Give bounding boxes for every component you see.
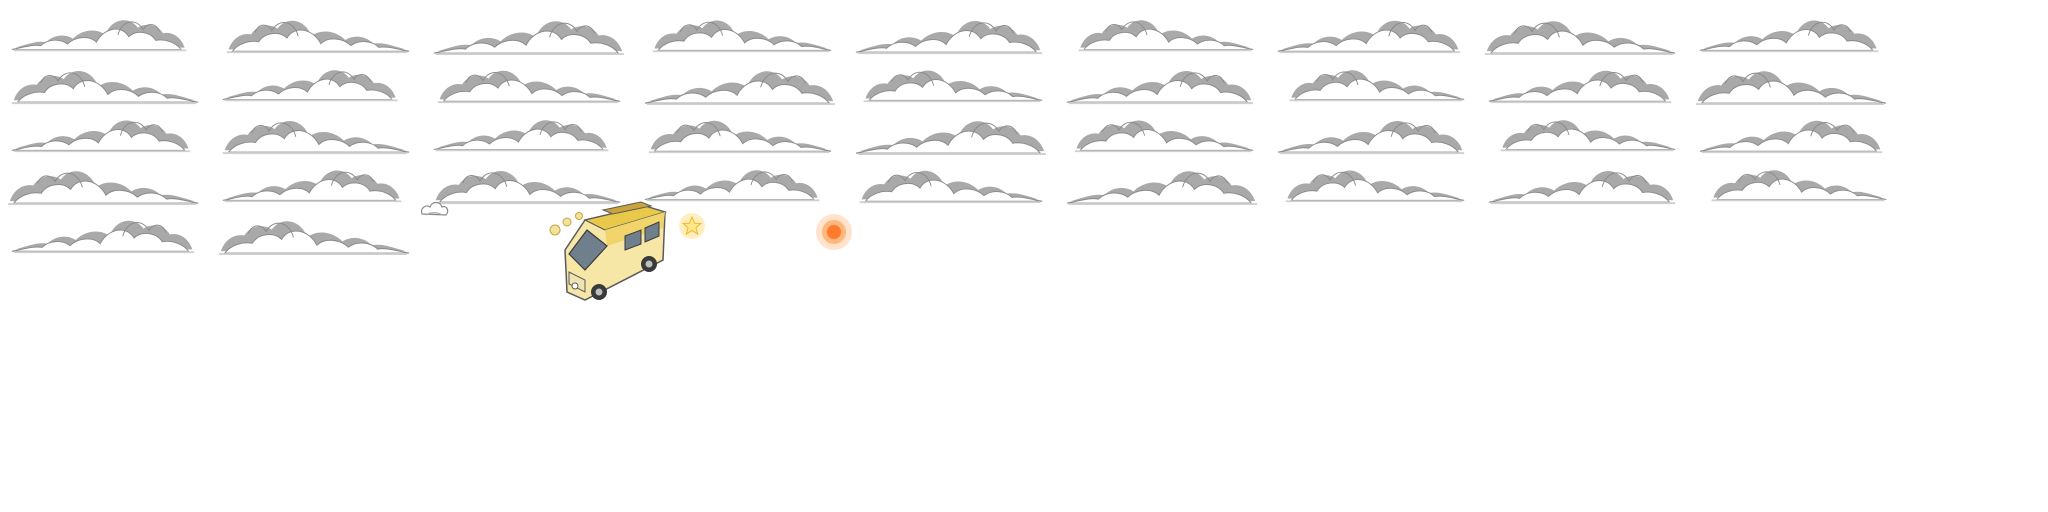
- cloud-frame: [10, 70, 200, 105]
- cloud-frame: [432, 20, 626, 56]
- cloud-frame: [221, 69, 399, 102]
- cloud-frame: [1694, 70, 1888, 106]
- star-icon: [679, 213, 705, 239]
- camper-van-icon: [549, 201, 668, 301]
- cloud-frame: [1487, 170, 1677, 205]
- cloud-frame: [643, 70, 837, 106]
- cloud-frame: [1065, 170, 1259, 206]
- cloud-frame: [1288, 69, 1466, 102]
- cloud-frame: [10, 19, 188, 52]
- cloud-frame: [10, 119, 192, 153]
- cloud-frame: [432, 170, 622, 205]
- cloud-frame: [862, 69, 1044, 103]
- cloud-frame: [1073, 119, 1255, 153]
- cloud-frame: [1710, 169, 1888, 202]
- cloud-frame: [1487, 69, 1673, 104]
- cloud-frame: [221, 120, 411, 155]
- cloud-frame: [10, 219, 196, 254]
- cloud-frame: [1284, 169, 1466, 203]
- cloud-frame: [1065, 70, 1255, 105]
- glow-orb-icon: [816, 214, 852, 250]
- cloud-frame: [217, 220, 411, 256]
- cloud-frame: [651, 19, 833, 53]
- cloud-frame: [1077, 19, 1255, 52]
- cloud-frame: [6, 170, 200, 206]
- cloud-frame: [432, 119, 610, 152]
- cloud-puff-icon: [421, 201, 449, 216]
- cloud-frame: [436, 69, 622, 104]
- cloud-frame: [854, 20, 1044, 55]
- cloud-frame: [1276, 120, 1466, 155]
- cloud-frame: [1483, 20, 1677, 56]
- cloud-frame: [1276, 19, 1462, 54]
- cloud-frame: [221, 169, 403, 203]
- cloud-frame: [854, 120, 1048, 156]
- cloud-frame: [858, 169, 1044, 204]
- cloud-frame: [225, 19, 411, 54]
- cloud-frame: [647, 119, 833, 154]
- cloud-frame: [1698, 119, 1884, 154]
- cloud-frame: [1499, 119, 1677, 152]
- cloud-frame: [643, 169, 821, 202]
- cloud-frame: [1698, 19, 1880, 53]
